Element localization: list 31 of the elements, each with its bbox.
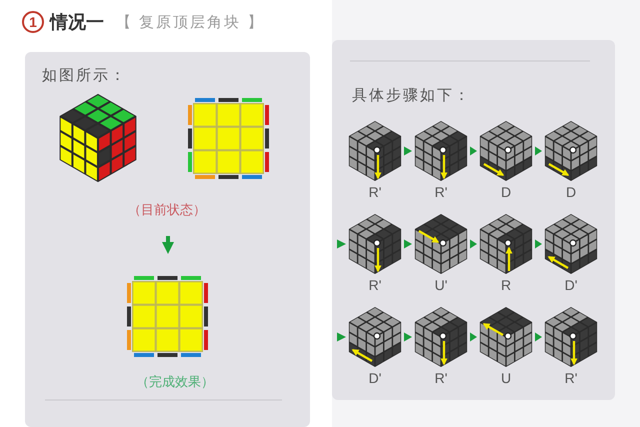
arrow bbox=[535, 240, 542, 248]
move-label: D' bbox=[564, 277, 578, 293]
move-label: D bbox=[564, 184, 578, 200]
arrow bbox=[337, 332, 346, 342]
move-label: D bbox=[500, 184, 512, 200]
move-label: R bbox=[500, 277, 512, 293]
arrow bbox=[162, 236, 174, 254]
arrow bbox=[337, 240, 346, 248]
number-badge: 1 bbox=[22, 11, 44, 33]
arrow bbox=[470, 332, 477, 342]
move-label: U bbox=[500, 370, 512, 386]
move-label: D' bbox=[368, 370, 382, 386]
move-label: U' bbox=[434, 277, 448, 293]
move-label: R' bbox=[368, 277, 382, 293]
instruction-text: 如图所示： bbox=[42, 66, 127, 85]
move-label: R' bbox=[434, 370, 448, 386]
move-label: R' bbox=[564, 370, 578, 386]
caption: （完成效果） bbox=[136, 373, 214, 391]
arrow bbox=[535, 146, 542, 156]
move-label: R' bbox=[368, 184, 382, 200]
caption: （目前状态） bbox=[128, 201, 206, 219]
instruction-text: 具体步骤如下： bbox=[352, 86, 471, 105]
arrow bbox=[404, 240, 412, 248]
title: 情况一 bbox=[50, 11, 104, 34]
arrow bbox=[404, 332, 412, 342]
arrow bbox=[535, 332, 542, 342]
arrow bbox=[404, 146, 412, 156]
move-label: R' bbox=[434, 184, 448, 200]
arrow bbox=[470, 146, 477, 156]
arrow bbox=[470, 240, 477, 248]
subtitle: 【 复原顶层角块 】 bbox=[116, 13, 264, 32]
